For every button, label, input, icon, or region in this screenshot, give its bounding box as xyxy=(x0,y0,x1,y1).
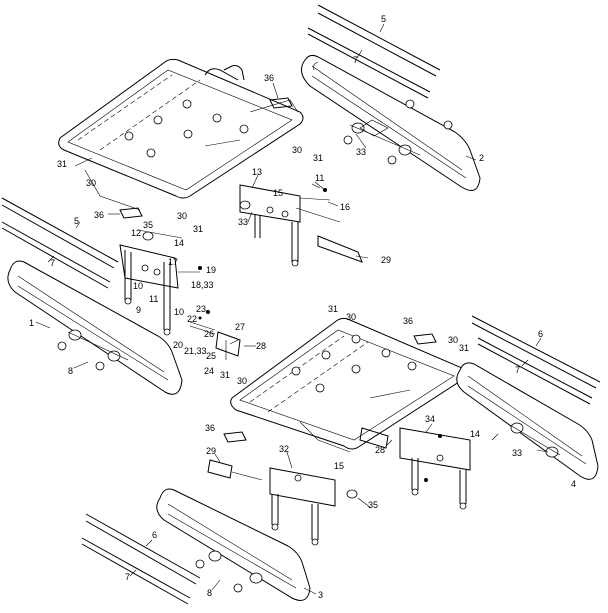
callout-35: 35 xyxy=(143,220,153,230)
callout-8: 8 xyxy=(68,366,73,376)
callout-36: 36 xyxy=(94,210,104,220)
callout-30: 30 xyxy=(292,145,302,155)
callout-23: 23 xyxy=(196,304,206,314)
callout-15: 15 xyxy=(273,188,283,198)
label-tag-36-d xyxy=(223,431,247,443)
callout-34: 34 xyxy=(425,414,435,424)
callout-3: 3 xyxy=(318,590,323,600)
callout-6: 6 xyxy=(538,329,543,339)
callout-13: 13 xyxy=(252,167,262,177)
callout-17: 17 xyxy=(168,257,178,267)
upper-lift-bracket-right xyxy=(239,183,363,267)
leader-lines xyxy=(35,23,549,595)
callout-15: 15 xyxy=(334,461,344,471)
callout-18-33: 18,33 xyxy=(191,280,214,290)
callout-7: 7 xyxy=(50,258,55,268)
callout-11: 11 xyxy=(315,173,324,183)
callout-8: 8 xyxy=(207,588,212,598)
callout-30: 30 xyxy=(237,376,247,386)
callout-9: 9 xyxy=(136,305,141,315)
callout-31: 31 xyxy=(313,153,323,163)
callout-28: 28 xyxy=(375,445,385,455)
side-rail-frame-3 xyxy=(156,488,311,601)
label-tag-36-c xyxy=(413,333,437,345)
callout-28: 28 xyxy=(256,341,266,351)
side-rail-frame-1 xyxy=(7,260,183,395)
callout-30: 30 xyxy=(86,178,96,188)
callout-31: 31 xyxy=(220,370,230,380)
callout-1: 1 xyxy=(29,318,34,328)
label-tag-36-a xyxy=(269,97,293,109)
callout-27: 27 xyxy=(235,322,245,332)
rail-bar-upper-right xyxy=(307,4,441,99)
callout-31: 31 xyxy=(193,224,203,234)
callout-11: 11 xyxy=(149,294,158,304)
rail-bar-lower-right xyxy=(471,315,601,405)
callout-33: 33 xyxy=(238,217,248,227)
callout-5: 5 xyxy=(381,14,386,24)
callout-4: 4 xyxy=(571,479,576,489)
callout-22: 22 xyxy=(187,314,197,324)
lower-platform-deck xyxy=(230,317,467,453)
callout-labels: 5 7 36 2 33 30 31 31 30 13 11 15 16 36 3… xyxy=(29,14,576,600)
upper-platform-deck xyxy=(58,58,304,211)
callout-10: 10 xyxy=(133,281,143,291)
callout-21-33: 21,33 xyxy=(184,346,207,356)
callout-14: 14 xyxy=(470,429,480,439)
callout-31: 31 xyxy=(328,304,338,314)
callout-30: 30 xyxy=(448,335,458,345)
label-tag-36-b xyxy=(119,207,143,219)
callout-6: 6 xyxy=(152,530,157,540)
lower-lift-bracket-right xyxy=(359,427,471,510)
callout-35: 35 xyxy=(368,500,378,510)
callout-20: 20 xyxy=(173,340,183,350)
callout-29: 29 xyxy=(381,255,391,265)
callout-10: 10 xyxy=(174,307,184,317)
side-rail-frame-2 xyxy=(300,54,481,191)
small-parts-cluster-upper xyxy=(189,310,241,360)
side-rail-frame-4 xyxy=(456,362,599,480)
callout-19: 19 xyxy=(206,265,216,275)
callout-2: 2 xyxy=(479,153,484,163)
callout-7: 7 xyxy=(353,55,358,65)
rail-bar-lower-left xyxy=(81,513,201,605)
upper-lift-bracket-left xyxy=(119,229,202,336)
callout-36: 36 xyxy=(264,73,274,83)
callout-30: 30 xyxy=(346,312,356,322)
callout-32: 32 xyxy=(279,444,289,454)
callout-25: 25 xyxy=(206,351,216,361)
callout-14: 14 xyxy=(174,238,184,248)
callout-36: 36 xyxy=(205,423,215,433)
callout-30: 30 xyxy=(177,211,187,221)
rail-bar-upper-left xyxy=(1,197,119,289)
callout-26: 26 xyxy=(204,329,214,339)
callout-12: 12 xyxy=(131,228,141,238)
callout-31: 31 xyxy=(57,159,67,169)
callout-5: 5 xyxy=(74,216,79,226)
callout-36: 36 xyxy=(403,316,413,326)
callout-7: 7 xyxy=(125,572,130,582)
callout-16: 16 xyxy=(340,202,350,212)
lower-lift-bracket-left xyxy=(207,459,358,546)
callout-33: 33 xyxy=(512,448,522,458)
callout-29: 29 xyxy=(206,446,216,456)
callout-31: 31 xyxy=(459,343,469,353)
callout-24: 24 xyxy=(204,366,214,376)
callout-33: 33 xyxy=(356,147,366,157)
callout-7: 7 xyxy=(515,365,520,375)
